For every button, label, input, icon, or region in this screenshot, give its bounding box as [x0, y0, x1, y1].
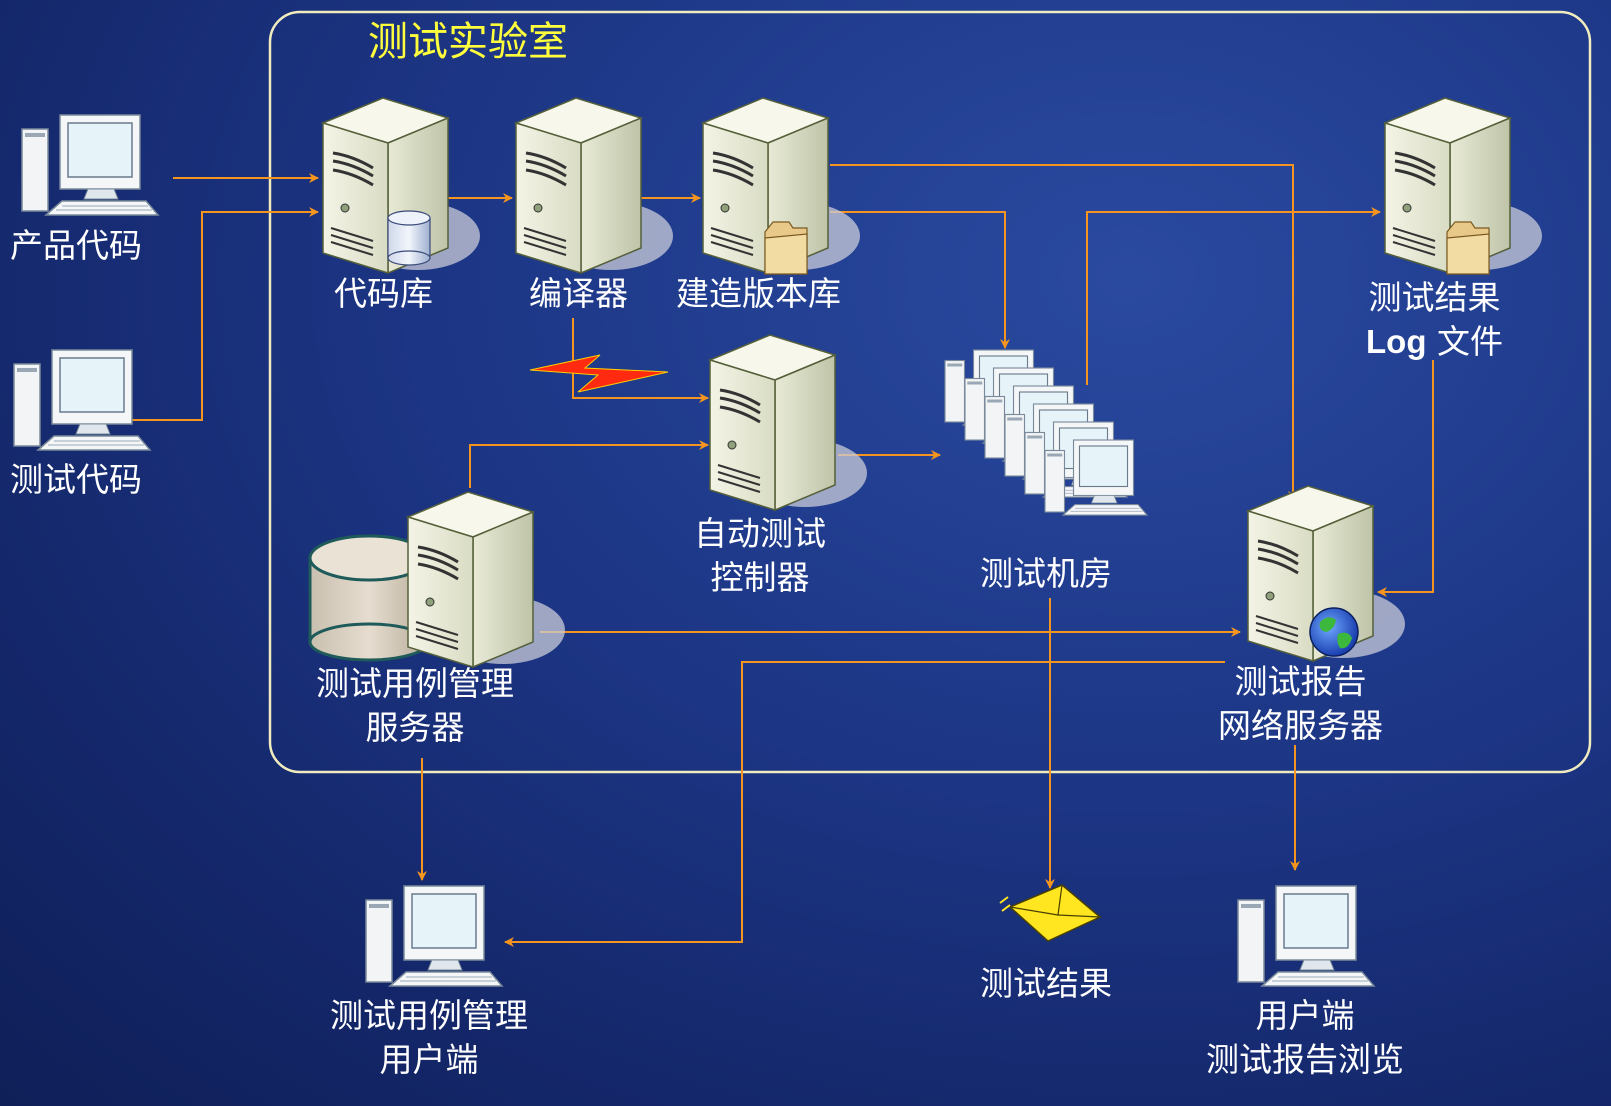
workstation-icon — [1237, 885, 1375, 987]
workstation-icon — [13, 349, 151, 451]
edge-report-to-tcclient — [504, 661, 1225, 947]
edge-build-to-report — [830, 164, 1298, 501]
lightning-icon — [529, 354, 669, 393]
label-test-room: 测试机房 — [980, 554, 1112, 593]
test-room-cluster — [944, 349, 1148, 516]
lab-boundary — [268, 10, 1592, 774]
folder-icon — [764, 221, 808, 275]
edge-compiler-to-ctrl — [572, 318, 709, 403]
server-icon — [406, 490, 567, 669]
folder-icon — [1446, 221, 1490, 275]
server-code-repo — [321, 96, 482, 275]
server-icon — [708, 333, 869, 512]
label-testcase-server: 测试用例管理 服务器 — [316, 664, 514, 747]
edge-build-to-room — [830, 211, 1010, 349]
label-product-code: 产品代码 — [10, 226, 142, 265]
edge-room-to-log — [1086, 207, 1381, 385]
connectors — [130, 164, 1434, 947]
label-result-log: 测试结果 Log 文件 — [1366, 278, 1503, 361]
label-auto-test-ctrl: 自动测试 控制器 — [694, 514, 826, 597]
database-icon — [387, 210, 431, 266]
edge-testcode-to-repo — [130, 207, 319, 421]
label-test-result: 测试结果 — [980, 964, 1112, 1003]
lab-title: 测试实验室 — [368, 19, 568, 65]
label-compiler: 编译器 — [529, 274, 628, 313]
workstation-icon — [365, 885, 503, 987]
server-result-log — [1383, 96, 1544, 275]
server-report — [1246, 484, 1407, 663]
label-report-server: 测试报告 网络服务器 — [1218, 662, 1383, 745]
edge-testcase-to-ctrl — [469, 440, 709, 488]
label-test-code: 测试代码 — [10, 460, 142, 499]
edge-log-to-report — [1377, 360, 1434, 597]
label-build-repo: 建造版本库 — [676, 274, 841, 313]
server-auto-ctrl — [708, 333, 869, 512]
workstation-icon — [1044, 439, 1148, 516]
globe-icon — [1309, 607, 1359, 657]
server-build-repo — [701, 96, 862, 275]
label-testcase-client: 测试用例管理 用户端 — [330, 996, 528, 1079]
server-testcase — [308, 490, 567, 669]
envelope-icon — [999, 884, 1102, 942]
server-icon — [514, 96, 675, 275]
server-compiler — [514, 96, 675, 275]
label-code-repo: 代码库 — [334, 274, 433, 313]
workstation-icon — [21, 114, 159, 216]
label-report-client: 用户端 测试报告浏览 — [1206, 996, 1404, 1079]
